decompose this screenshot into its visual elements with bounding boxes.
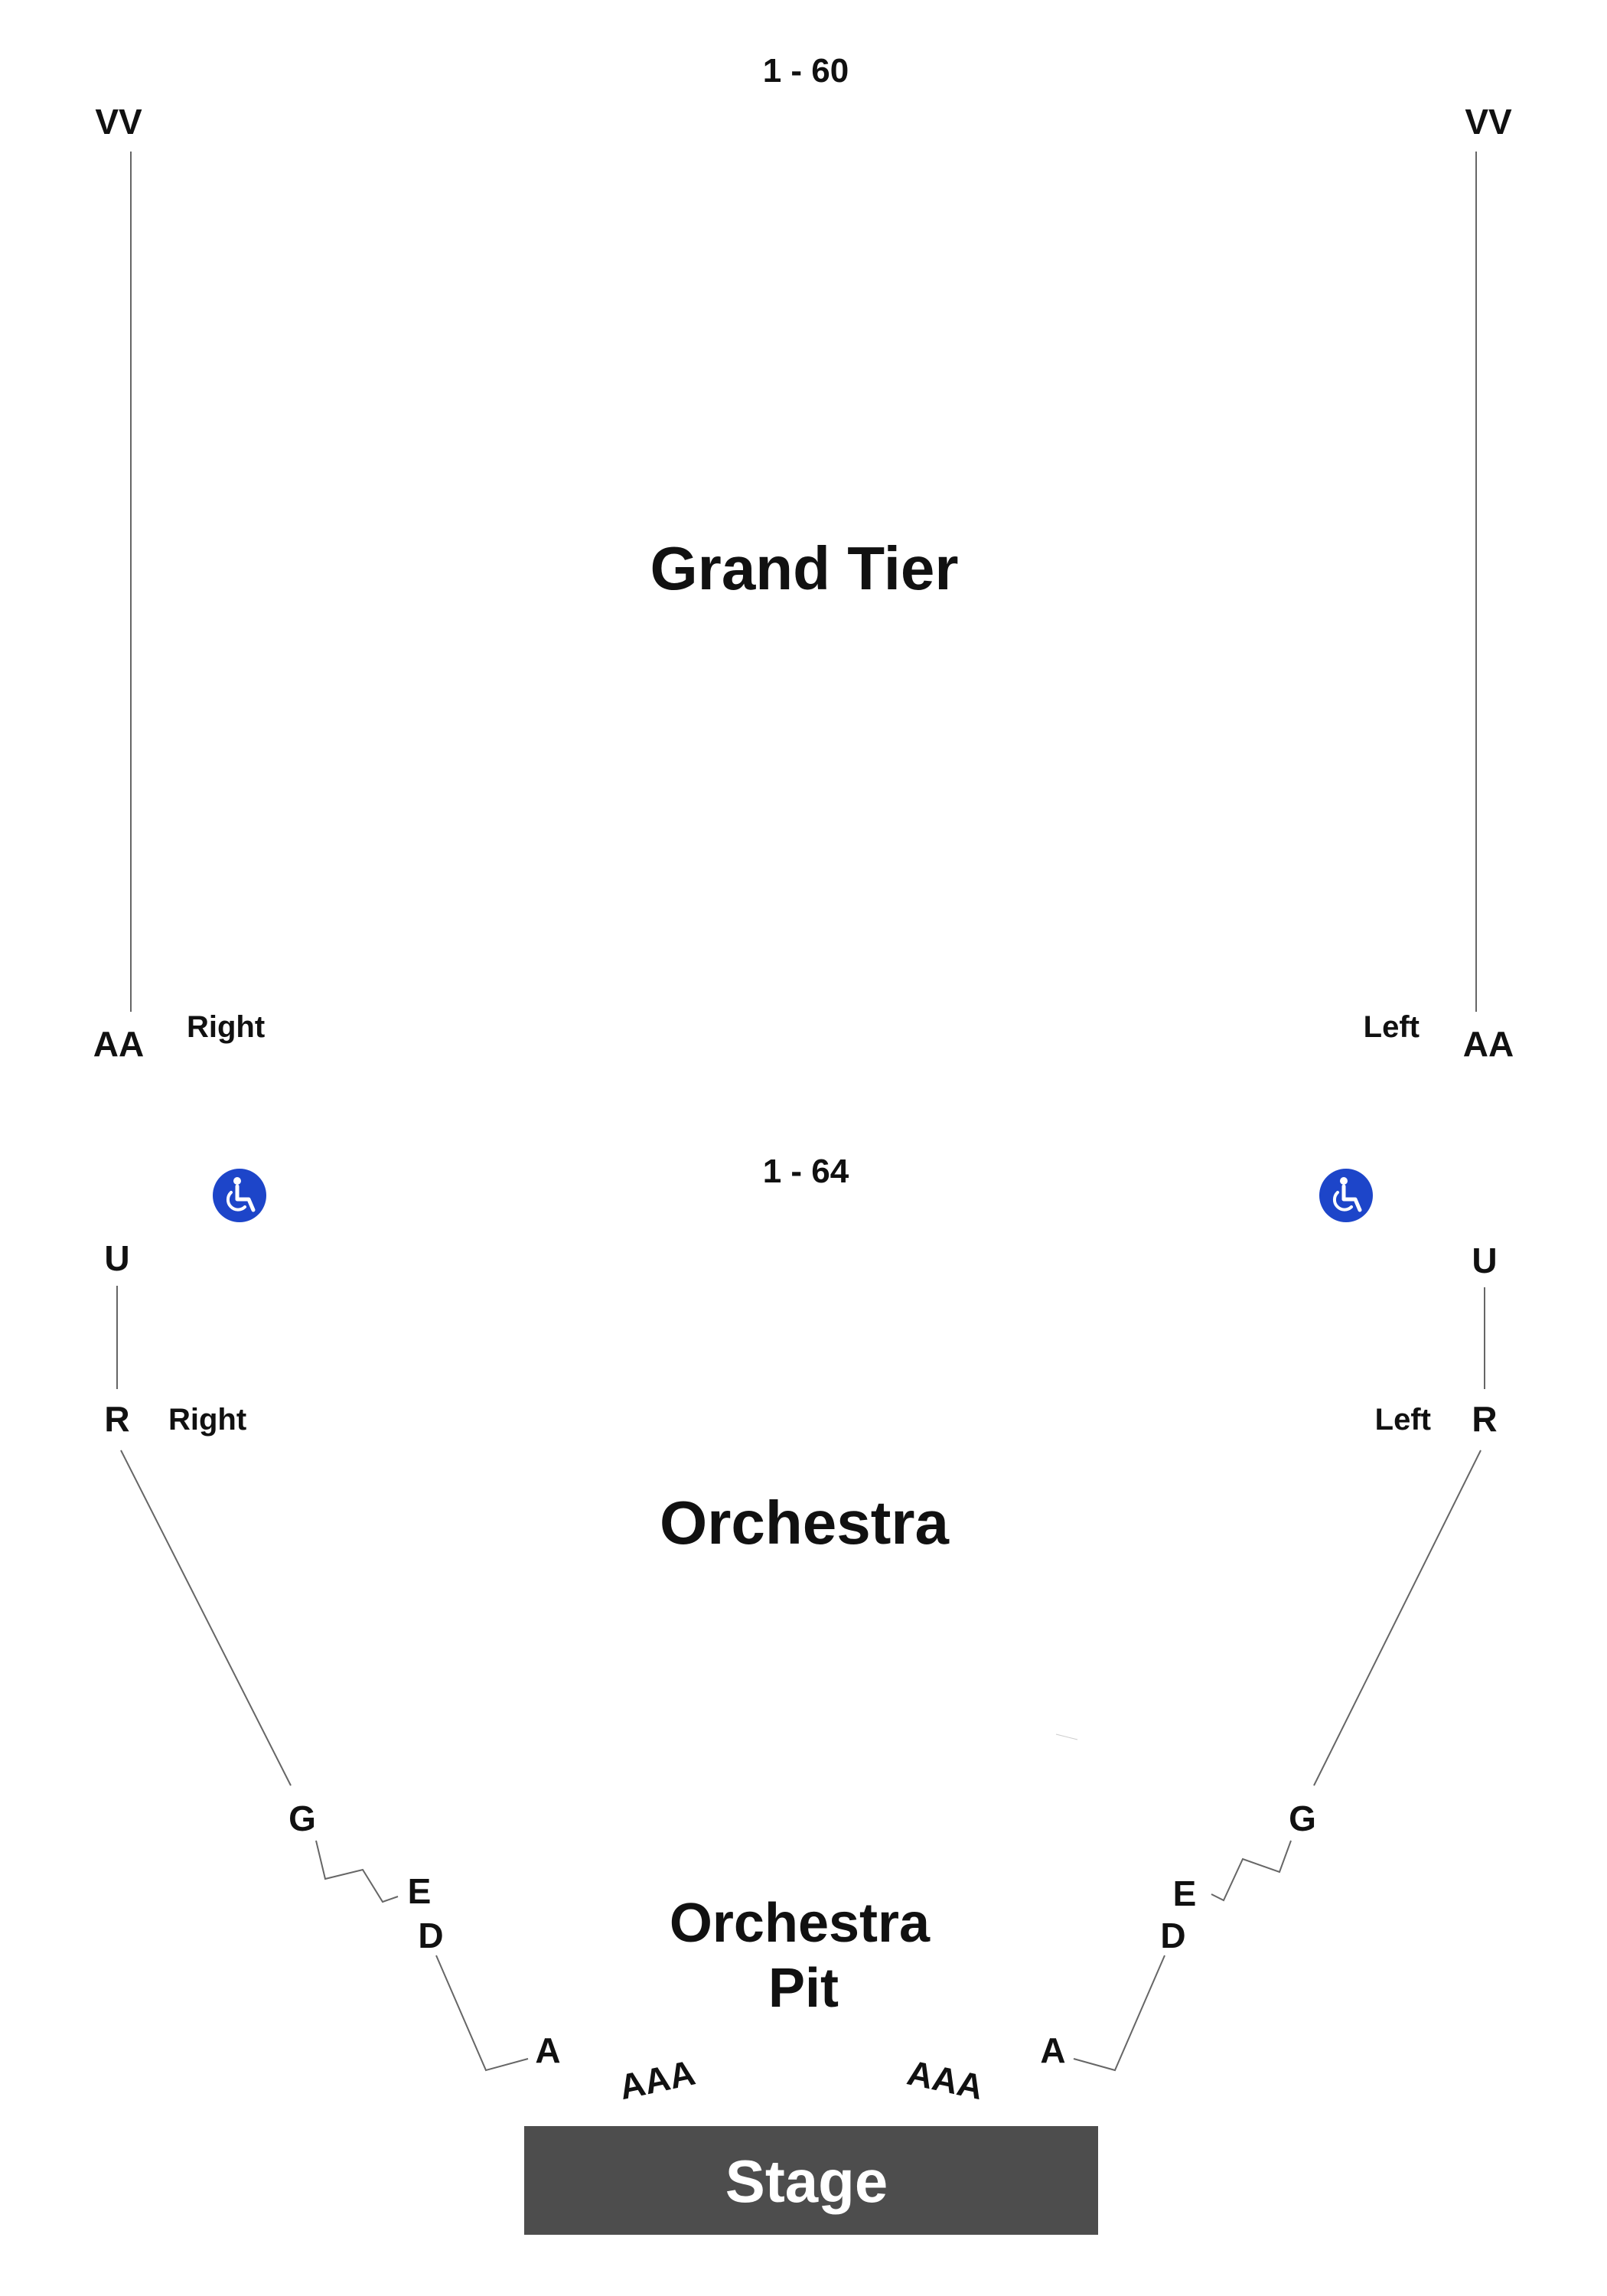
orchestra-left-r-g-line xyxy=(120,1450,292,1786)
orchestra-left-row-g: G xyxy=(288,1799,316,1838)
orchestra-left-g-e-line xyxy=(315,1840,399,1903)
orchestra-right-row-r: R xyxy=(1472,1399,1497,1439)
stage-label: Stage xyxy=(725,2148,888,2215)
orchestra-pit-title-line2: Pit xyxy=(768,1958,839,2019)
orchestra-title: Orchestra xyxy=(660,1489,949,1557)
orchestra-right-d-a-line xyxy=(1073,1955,1165,2072)
grand-tier-right-row-vv: VV xyxy=(1465,102,1512,142)
orchestra-left-row-u: U xyxy=(104,1238,129,1278)
orchestra-right-row-u: U xyxy=(1472,1241,1497,1280)
orchestra-left-row-e: E xyxy=(408,1871,432,1911)
grand-tier-side-right: Right xyxy=(187,1010,265,1044)
orchestra-left-row-r: R xyxy=(104,1399,129,1439)
orchestra-right-row-g: G xyxy=(1289,1799,1316,1838)
orchestra-left-row-a: A xyxy=(535,2030,560,2070)
orchestra-right-r-g-line xyxy=(1313,1450,1482,1786)
orchestra-right-g-e-line xyxy=(1211,1840,1292,1902)
orchestra-right-row-d: D xyxy=(1160,1916,1185,1955)
orchestra-seat-range: 1 - 64 xyxy=(763,1153,849,1190)
orchestra-left-d-a-line xyxy=(435,1955,529,2072)
pit-left-row-aaa: AAA xyxy=(616,2053,699,2108)
orchestra-side-left: Left xyxy=(1375,1403,1431,1437)
orchestra-right-row-e: E xyxy=(1173,1874,1197,1913)
divider-mark xyxy=(1055,1733,1078,1740)
grand-tier-left-row-vv: VV xyxy=(95,102,142,142)
grand-tier-right-row-aa: AA xyxy=(1463,1024,1514,1064)
orchestra-right-row-a: A xyxy=(1040,2030,1065,2070)
grand-tier-left-row-aa: AA xyxy=(93,1024,144,1064)
grand-tier-side-left: Left xyxy=(1364,1010,1420,1044)
grand-tier-title: Grand Tier xyxy=(650,534,958,602)
wheelchair-icon xyxy=(213,1169,266,1222)
stage-block xyxy=(524,2126,1098,2235)
orchestra-side-right: Right xyxy=(168,1403,246,1437)
pit-right-row-aaa: AAA xyxy=(904,2053,986,2108)
wheelchair-icon xyxy=(1319,1169,1373,1222)
orchestra-pit-title-line1: Orchestra xyxy=(670,1893,931,1954)
grand-tier-seat-range: 1 - 60 xyxy=(763,52,849,90)
orchestra-left-row-d: D xyxy=(418,1916,443,1955)
